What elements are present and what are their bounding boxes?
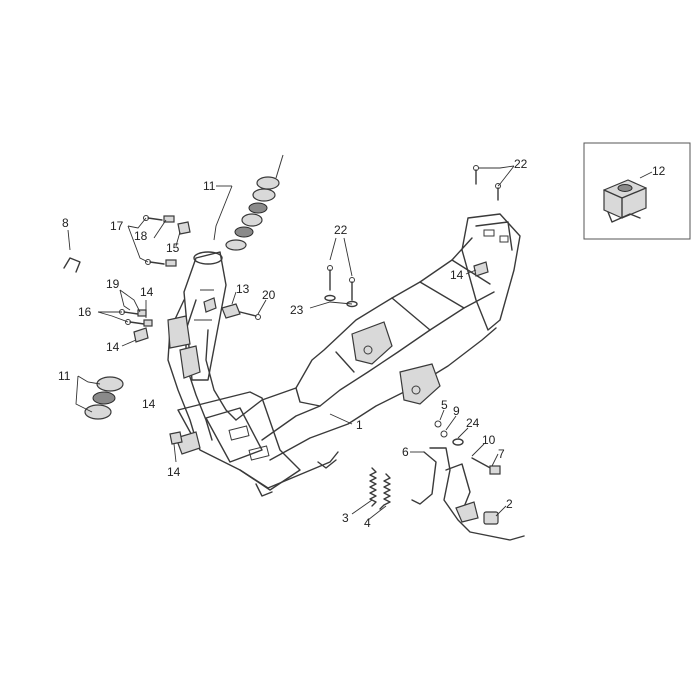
inset-part-12: 12 — [583, 142, 691, 240]
clip-14-rear — [473, 261, 489, 277]
hardware-parts — [63, 165, 501, 445]
rubber-block-part — [603, 179, 647, 223]
callout-14-a: 14 — [140, 285, 154, 299]
callout-12: 12 — [652, 164, 666, 178]
spring-part-3 — [369, 467, 377, 507]
steering-head-tube — [183, 251, 227, 381]
floor-cradle — [177, 391, 301, 491]
leader-12 — [639, 171, 653, 179]
engine-mount-right — [399, 363, 441, 405]
callout-14-d: 14 — [167, 465, 181, 479]
callout-22-middle: 22 — [334, 223, 348, 237]
springs — [369, 467, 391, 510]
fasteners-13-20 — [203, 297, 261, 320]
stand-leg — [429, 447, 525, 541]
fasteners-16-19 — [119, 309, 153, 343]
clip-part-8 — [63, 257, 81, 273]
spring-part-4 — [379, 473, 391, 510]
callout-23: 23 — [290, 303, 304, 317]
upper-bearing-stack — [225, 154, 284, 251]
bolts-22-23 — [324, 165, 501, 308]
callout-2: 2 — [506, 497, 513, 511]
callout-14-c: 14 — [142, 397, 156, 411]
callout-9: 9 — [453, 404, 460, 418]
callout-19: 19 — [106, 277, 120, 291]
center-stand — [411, 420, 525, 541]
callout-14-b: 14 — [106, 340, 120, 354]
stand-stopper-part-2 — [483, 511, 499, 525]
callout-13: 13 — [236, 282, 250, 296]
callout-11-upper: 11 — [203, 179, 216, 193]
callout-1: 1 — [356, 418, 363, 432]
inset-frame — [583, 142, 691, 240]
callout-18: 18 — [134, 229, 148, 243]
callout-4: 4 — [364, 516, 371, 530]
leader-lines — [67, 165, 515, 521]
screws-17-18 — [143, 215, 191, 267]
callout-5: 5 — [441, 398, 448, 412]
callout-10: 10 — [482, 433, 496, 447]
lower-bearing-stack — [84, 376, 124, 420]
backbone-upper — [235, 237, 473, 421]
callout-11-lower: 11 — [58, 369, 71, 383]
clip-14-front — [169, 431, 183, 445]
callout-24: 24 — [466, 416, 480, 430]
callout-22-rear: 22 — [514, 157, 528, 171]
callout-16: 16 — [78, 305, 92, 319]
callout-15: 15 — [166, 241, 180, 255]
callout-7: 7 — [498, 447, 505, 461]
callout-3: 3 — [342, 511, 349, 525]
callout-8: 8 — [62, 216, 69, 230]
callout-6: 6 — [402, 445, 409, 459]
callout-17: 17 — [110, 219, 124, 233]
main-frame — [167, 213, 521, 497]
engine-mount-left — [351, 321, 393, 365]
callout-20: 20 — [262, 288, 276, 302]
rear-loop — [461, 213, 521, 331]
callout-14-e: 14 — [450, 268, 464, 282]
callout-labels: 8 11 17 18 15 19 14 16 14 11 14 14 13 20… — [58, 157, 528, 530]
